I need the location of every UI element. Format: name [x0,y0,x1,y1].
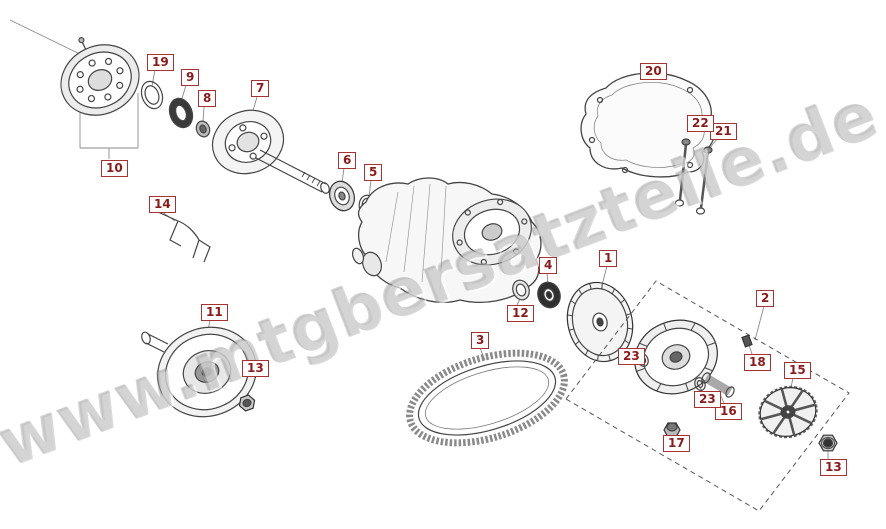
bearing-4-drawing [537,281,561,309]
callout-9[interactable]: 9 [181,69,200,86]
callout-6[interactable]: 6 [338,152,357,169]
callout-13-left[interactable]: 13 [242,360,269,377]
callout-3[interactable]: 3 [471,332,490,349]
bearing-6-drawing [329,180,355,212]
spacer-16-drawing [701,372,735,398]
callout-20[interactable]: 20 [640,63,667,80]
cover-20-drawing [580,72,715,178]
nut-17-drawing [663,422,681,438]
oil-seal-9-drawing [168,97,194,129]
bolt-21-drawing [695,146,713,215]
callout-23-upper[interactable]: 23 [618,348,645,365]
callout-5[interactable]: 5 [364,164,383,181]
washer-23b-drawing [694,377,706,391]
callout-8[interactable]: 8 [198,90,217,107]
washer-19-drawing [140,80,164,110]
starter-ring-gear-3-drawing [406,349,568,447]
callout-7[interactable]: 7 [251,80,270,97]
callout-12[interactable]: 12 [507,305,534,322]
clutch-carrier-drawing [60,37,140,116]
callout-2[interactable]: 2 [756,290,775,307]
callout-21[interactable]: 21 [710,123,737,140]
shift-fork-14-drawing [157,211,211,263]
crankcase-cover-drawing [351,177,542,303]
callout-22[interactable]: 22 [687,115,714,132]
variator-group-box [565,280,850,512]
nut-8-drawing [195,120,211,138]
callout-14[interactable]: 14 [149,196,176,213]
callout-10[interactable]: 10 [101,160,128,177]
nut-13-right-drawing [818,434,838,452]
callout-1[interactable]: 1 [599,250,618,267]
driven-pulley-11-drawing [141,326,257,418]
fan-15-drawing [758,385,818,439]
cap-12-drawing [512,279,530,301]
drive-face-1-drawing [566,281,634,363]
slider-18-drawing [741,334,753,348]
callout-4[interactable]: 4 [539,257,558,274]
callout-17[interactable]: 17 [663,435,690,452]
callout-18[interactable]: 18 [744,354,771,371]
clutch-bell-7-drawing [211,109,330,194]
nut-13-left-drawing [238,394,256,412]
callout-19[interactable]: 19 [147,54,174,71]
callout-13-right[interactable]: 13 [820,459,847,476]
callout-11[interactable]: 11 [201,304,228,321]
callout-15[interactable]: 15 [784,362,811,379]
bolt-22-drawing [674,138,691,207]
callout-16[interactable]: 16 [715,403,742,420]
movable-drive-face-drawing [634,319,718,395]
callout-23-lower[interactable]: 23 [694,391,721,408]
